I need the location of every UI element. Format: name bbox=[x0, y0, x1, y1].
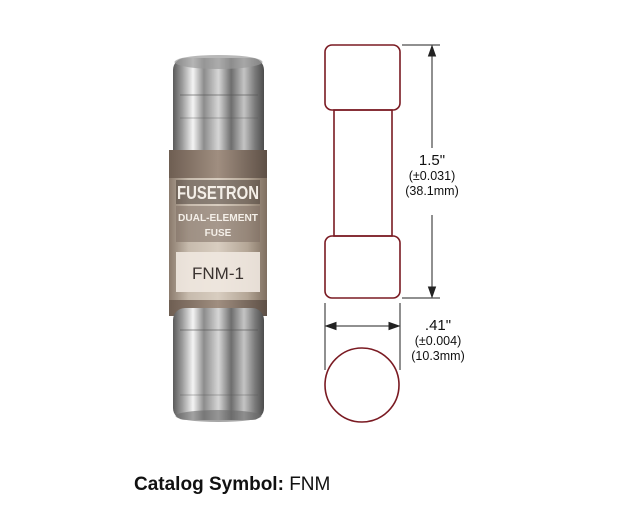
drawing-end-view-circle bbox=[324, 347, 400, 423]
length-tolerance: (±0.031) bbox=[408, 169, 456, 184]
diameter-dimension-label: .41" (±0.004) (10.3mm) bbox=[398, 317, 478, 363]
diameter-arrow-right bbox=[388, 321, 401, 331]
catalog-symbol-label: Catalog Symbol: bbox=[134, 474, 284, 495]
fuse-type-line1-text: DUAL-ELEMENT bbox=[178, 213, 258, 224]
fuse-label-band bbox=[169, 150, 267, 178]
fuse-brand-text: FUSETRON bbox=[177, 183, 259, 203]
length-metric: (38.1mm) bbox=[405, 183, 459, 198]
diameter-metric: (10.3mm) bbox=[411, 348, 465, 363]
diameter-tolerance: (±0.004) bbox=[414, 334, 462, 349]
fuse-top-cap bbox=[173, 58, 264, 162]
fuse-type-line2-text: FUSE bbox=[205, 228, 232, 239]
fuse-bottom-cap bbox=[173, 308, 264, 420]
fuse-photo: FUSETRON DUAL-ELEMENT FUSE FNM-1 bbox=[169, 55, 267, 422]
length-main-value: 1.5" bbox=[418, 152, 446, 169]
diameter-arrow-left bbox=[324, 321, 337, 331]
fuse-line-drawing bbox=[324, 44, 401, 423]
length-dimension-label: 1.5" (±0.031) (38.1mm) bbox=[391, 152, 473, 198]
drawing-top-cap bbox=[324, 44, 401, 111]
diameter-main-value: .41" bbox=[424, 317, 452, 334]
diameter-dimension-lines bbox=[324, 303, 401, 370]
fuse-model-text: FNM-1 bbox=[192, 264, 244, 283]
catalog-symbol-caption: Catalog Symbol: FNM bbox=[134, 474, 330, 496]
length-arrow-bottom bbox=[427, 286, 437, 299]
length-arrow-top bbox=[427, 44, 437, 57]
drawing-body bbox=[333, 109, 393, 237]
catalog-symbol-value: FNM bbox=[289, 474, 331, 495]
drawing-bottom-cap bbox=[324, 235, 401, 299]
length-dimension-lines bbox=[402, 44, 440, 299]
